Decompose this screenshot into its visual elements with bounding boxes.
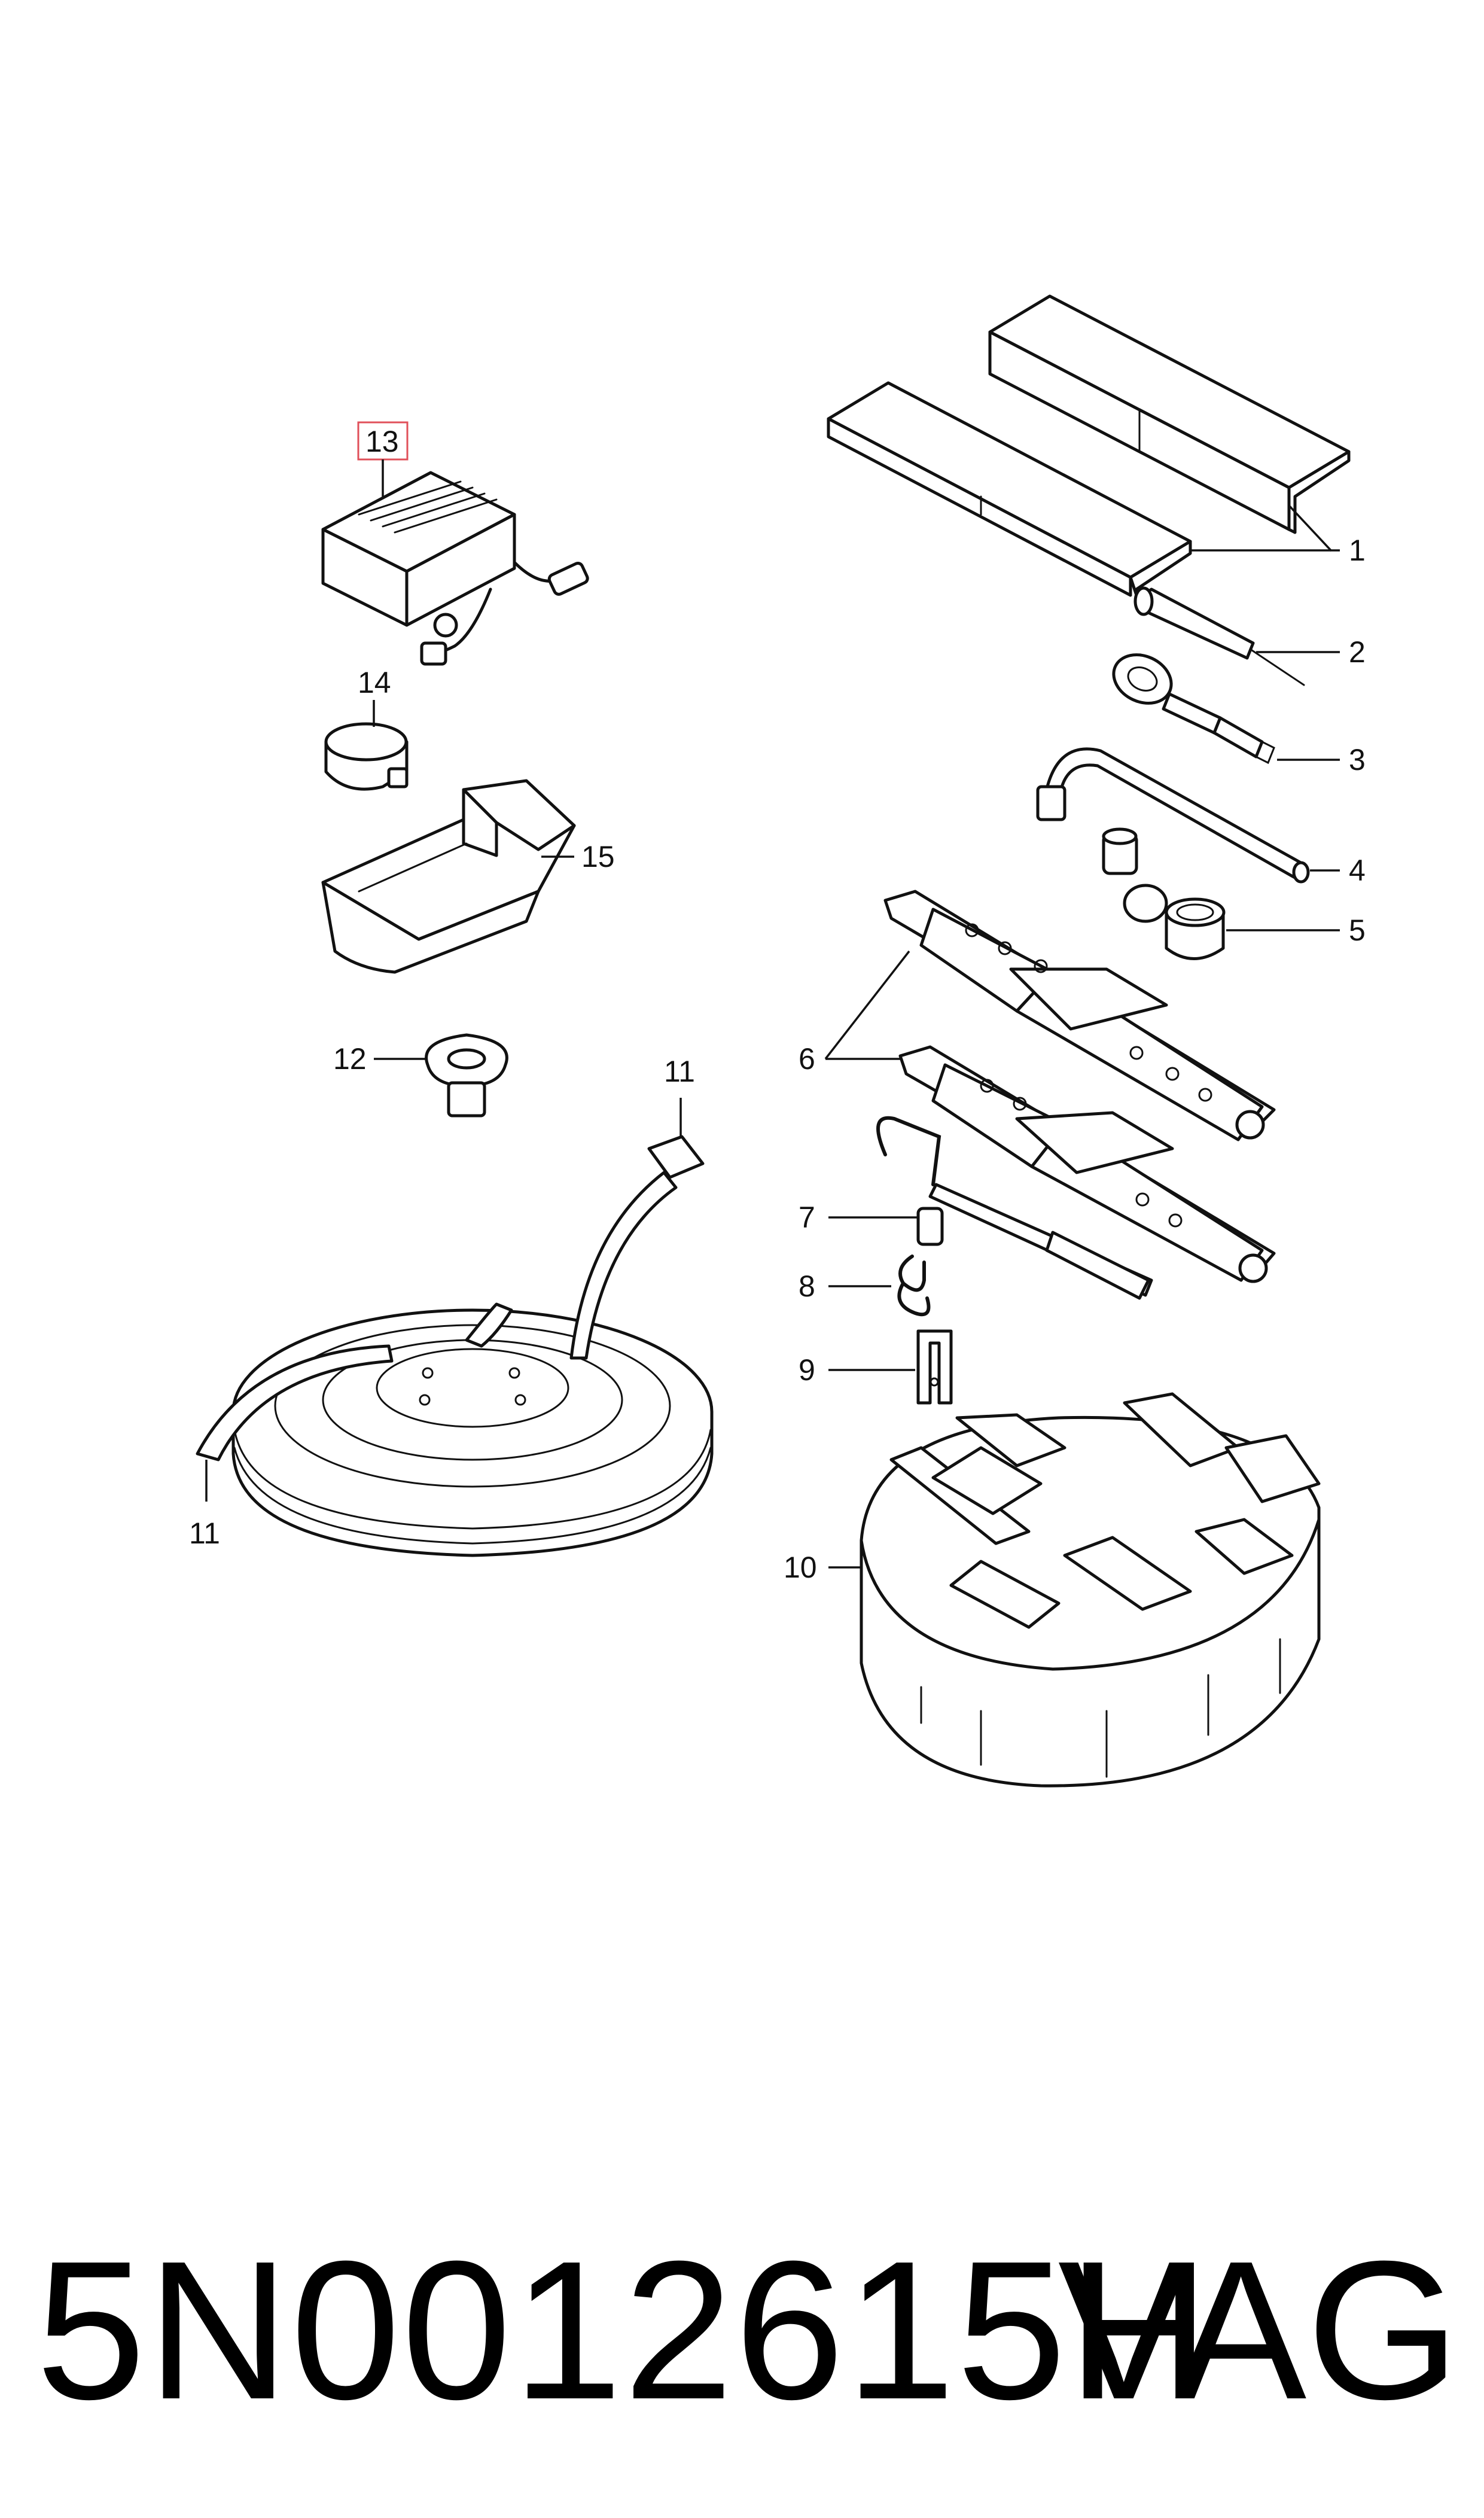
part-8-spring-clip [897,1255,931,1317]
callout-13: 13 [357,421,409,497]
callout-14: 14 [358,666,391,727]
part-15-storage-box [321,779,576,974]
part-1-floor-panels [827,294,1351,597]
svg-text:5: 5 [1349,914,1366,947]
svg-text:11: 11 [664,1055,695,1088]
part-11-wheel-strap [196,1135,705,1462]
callout-11-upper: 11 [664,1055,695,1137]
exploded-parts-diagram: 1 2 3 4 5 [189,294,1366,1788]
svg-text:15: 15 [581,840,615,873]
part-11-spare-wheel [231,1308,714,1557]
svg-text:3: 3 [1349,743,1366,777]
part-14-sealant-bottle [324,722,409,791]
part-2-screwdriver [1133,586,1305,686]
callout-2: 2 [1256,635,1366,669]
callout-6: 6 [799,950,910,1076]
svg-text:14: 14 [358,666,391,699]
part-13-compressor [321,471,589,666]
part-6-jack-lower [898,1045,1276,1283]
brand-label: VAG [1058,2219,1460,2440]
svg-text:9: 9 [799,1353,815,1387]
callout-4: 4 [1310,854,1366,887]
callout-7: 7 [799,1201,918,1234]
callout-8: 8 [799,1269,891,1303]
svg-text:4: 4 [1349,854,1366,887]
callout-15: 15 [541,840,615,873]
svg-text:6: 6 [799,1042,815,1076]
svg-text:2: 2 [1349,635,1366,669]
part-4-wheel-brace [1036,747,1310,884]
part-12-wheel-centre-bolt [425,1033,508,1118]
callout-10: 10 [784,1551,861,1584]
part-9-retaining-bracket [916,1329,953,1405]
callout-11-lower: 11 [189,1460,220,1550]
part-7-jack-crank [876,1116,1153,1300]
part-number-label: 5N0012615H [36,2219,1211,2440]
svg-text:7: 7 [799,1201,815,1234]
svg-text:12: 12 [333,1042,367,1076]
svg-text:10: 10 [784,1551,817,1584]
svg-text:8: 8 [799,1269,815,1303]
svg-text:1: 1 [1349,534,1366,567]
part-3-towing-eye [1112,653,1275,765]
part-10-tool-tray-insert [860,1392,1321,1788]
callout-5: 5 [1226,914,1366,947]
callout-3: 3 [1277,743,1366,777]
part-5-locking-bolt-adapter [1102,827,1226,960]
callout-12: 12 [333,1042,426,1076]
svg-text:13: 13 [365,425,399,458]
callout-1: 1 [1190,504,1366,567]
part-6-jack-upper [883,890,1276,1141]
svg-text:11: 11 [189,1517,220,1550]
callout-9: 9 [799,1353,915,1387]
